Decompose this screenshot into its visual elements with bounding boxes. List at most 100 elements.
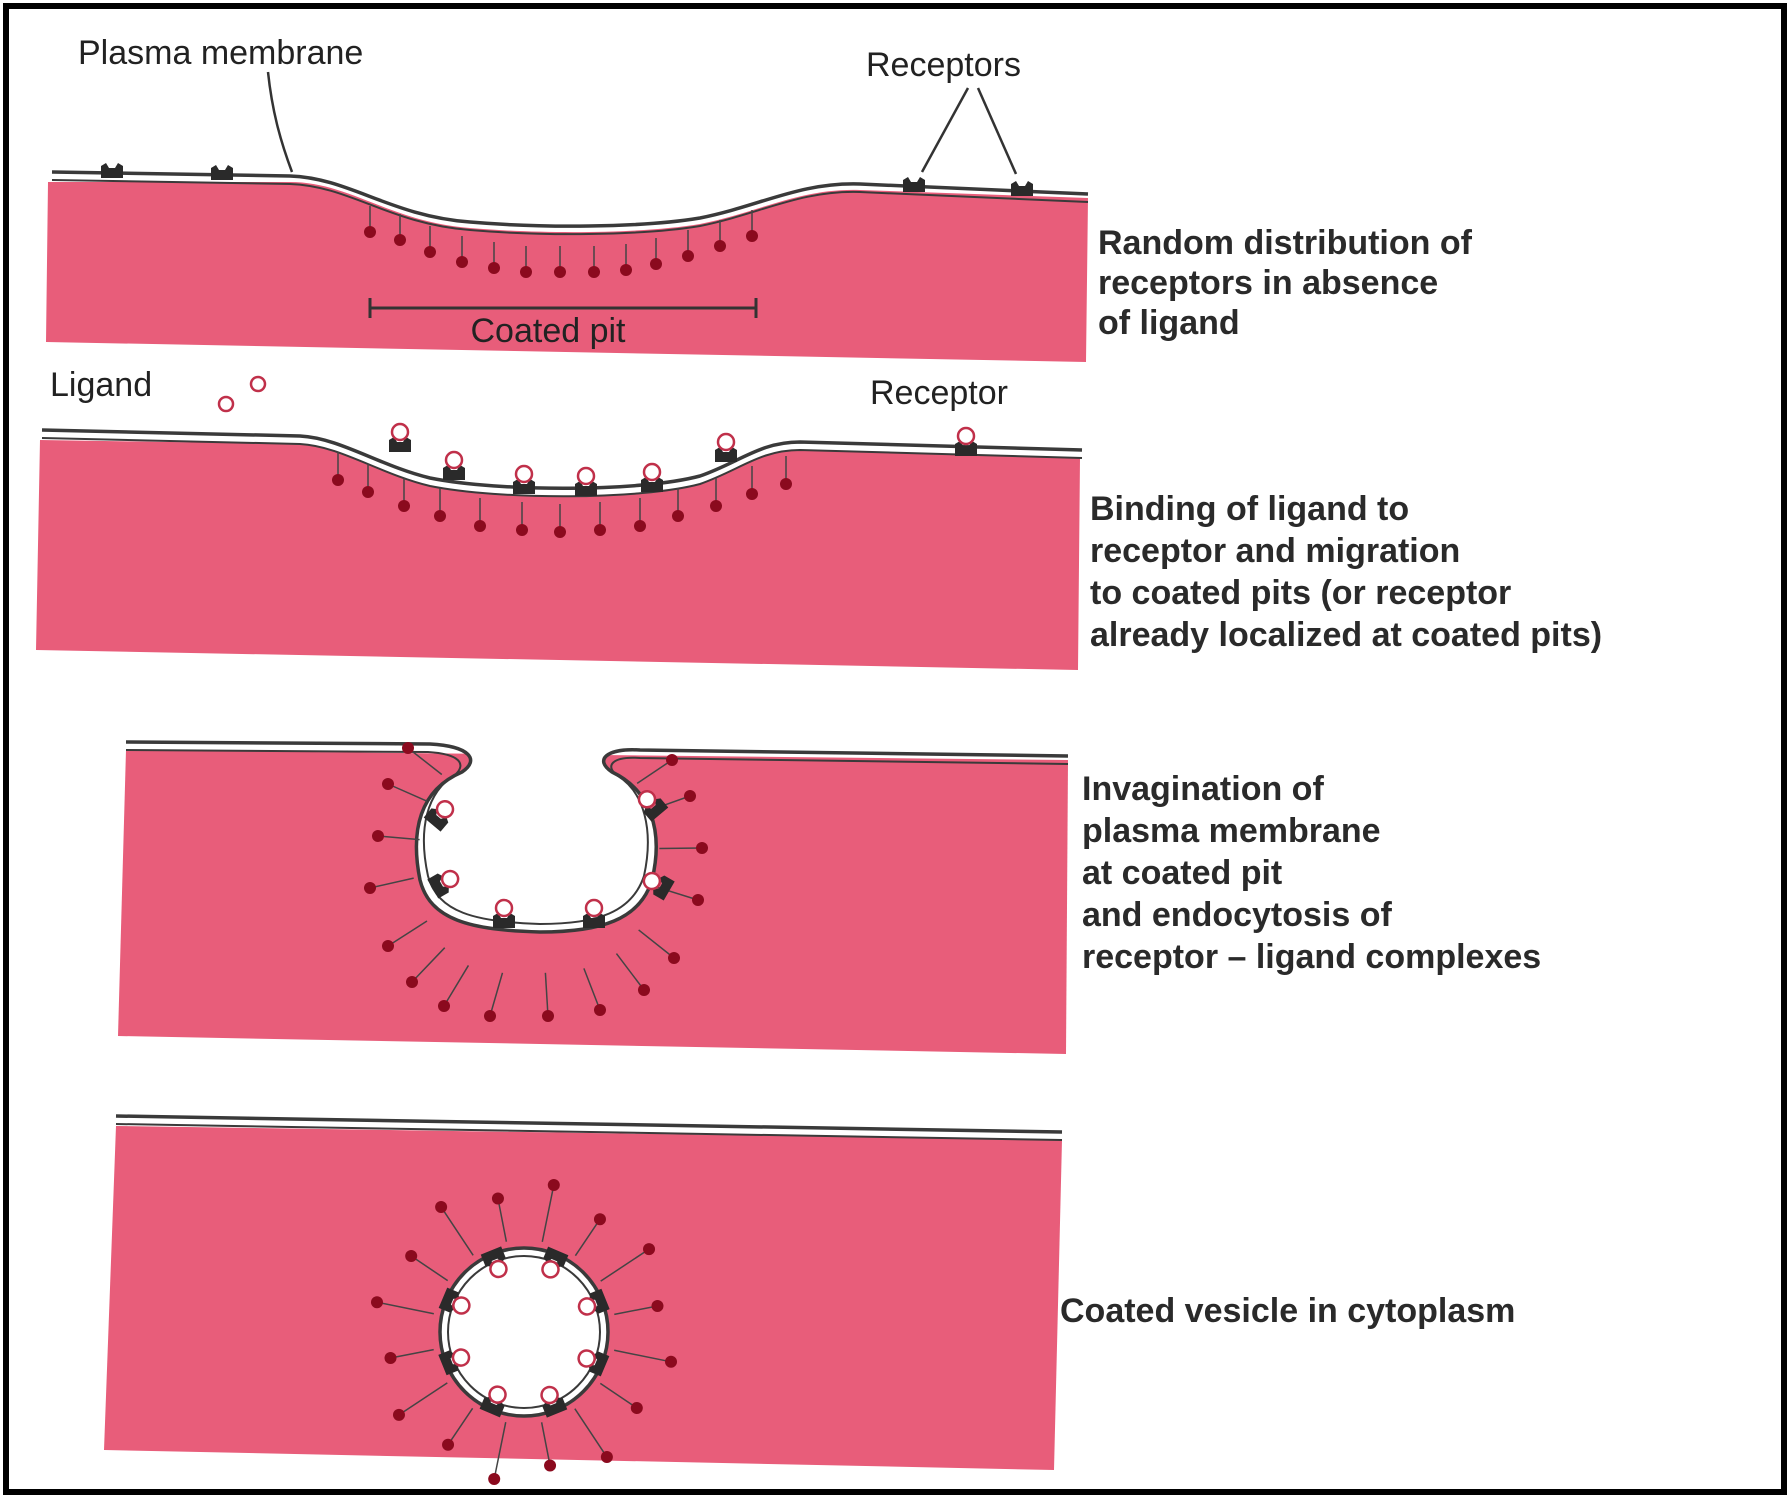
clathrin-icon [394, 214, 406, 246]
clathrin-icon [583, 968, 606, 1016]
receptors-group-1 [101, 163, 1033, 196]
ligand-icon [390, 422, 410, 442]
clathrin-icon [710, 478, 722, 512]
receptor-icon [493, 898, 515, 928]
clathrin-icon [398, 478, 410, 512]
step-3-line-3: at coated pit [1082, 854, 1282, 892]
cytoplasm-panel-2 [36, 440, 1080, 670]
plasma-membrane-4-inner [115, 1123, 1063, 1141]
clathrin-icon [746, 210, 758, 242]
ligand-icon [577, 1297, 597, 1316]
clathrin-icon [491, 1192, 508, 1242]
step-3-caption: Invagination of plasma membrane at coate… [1082, 770, 1541, 976]
coated-pit-bracket [368, 298, 758, 318]
clathrin-icon [574, 1213, 606, 1257]
clathrin-icon [384, 1348, 434, 1365]
receptor-icon [438, 1348, 471, 1376]
clathrin-icon [434, 488, 446, 522]
receptor-icon [101, 163, 123, 178]
clathrin-icon [520, 246, 532, 278]
free-ligand-icon [217, 375, 267, 413]
ligand-icon [956, 426, 976, 446]
ligand-icon [451, 1348, 471, 1367]
invaginated-pit-inner [125, 749, 1069, 926]
clathrin-icon [402, 742, 443, 776]
ligand-icon [642, 871, 662, 891]
clathrin-icon [372, 830, 420, 842]
clathrin-icon [364, 206, 376, 238]
cytoplasm-panel-1 [46, 182, 1088, 362]
plasma-membrane-2 [41, 428, 1083, 491]
clathrin-icon [424, 226, 436, 258]
plasma-membrane-label: Plasma membrane [78, 34, 363, 72]
clathrin-icon [634, 498, 646, 532]
clathrin-icon [620, 244, 632, 276]
clathrin-icon [672, 488, 684, 522]
clathrin-icon [614, 1299, 664, 1316]
receptor-icon [480, 1246, 508, 1279]
clathrin-icon [638, 929, 680, 964]
step-3-line-4: and endocytosis of [1082, 896, 1392, 934]
step-3-line-5: receptor – ligand complexes [1082, 938, 1541, 976]
clathrin-icon [362, 464, 374, 498]
step-2-line-1: Binding of ligand to [1090, 490, 1409, 528]
clathrin-icon [588, 246, 600, 278]
clathrin-icon [615, 953, 650, 996]
clathrin-icon [600, 1243, 656, 1282]
ligand-icon [576, 466, 596, 486]
clathrin-icon [636, 754, 678, 785]
ligand-icon [489, 1259, 508, 1279]
ligand-icon [642, 462, 662, 482]
clathrin-icon [406, 947, 446, 988]
clathrin-coat-3 [364, 742, 708, 1022]
step-1-line-1: Random distribution of [1098, 224, 1473, 262]
receptors-group-4 [438, 1246, 610, 1418]
receptor-icon [427, 869, 460, 899]
ligand-icon [452, 1296, 471, 1315]
receptor-icon [642, 871, 675, 901]
receptor-icon [583, 898, 605, 928]
clathrin-coat-2 [332, 452, 792, 538]
clathrin-icon [442, 1407, 474, 1451]
ligand-icon [494, 898, 514, 918]
step-4-caption: Coated vesicle in cytoplasm [1060, 1292, 1515, 1330]
plasma-membrane-1 [51, 170, 1089, 228]
receptor-icon [1011, 181, 1033, 196]
receptor-icon [423, 800, 455, 832]
clathrin-icon [746, 466, 758, 500]
ligand-icon [440, 869, 460, 889]
clathrin-icon [438, 965, 470, 1012]
step-4-line-1: Coated vesicle in cytoplasm [1060, 1292, 1515, 1330]
receptors-label: Receptors [866, 46, 1021, 84]
clathrin-icon [714, 220, 726, 252]
clathrin-icon [382, 920, 428, 952]
clathrin-icon [456, 236, 468, 268]
step-2-caption: Binding of ligand to receptor and migrat… [1090, 490, 1602, 654]
panel-invagination: Invagination of plasma membrane at coate… [118, 740, 1541, 1054]
step-3-line-1: Invagination of [1082, 770, 1324, 808]
clathrin-icon [405, 1250, 449, 1282]
clathrin-icon [382, 778, 428, 802]
receptor-icon [479, 1385, 507, 1418]
coated-pit-label: Coated pit [471, 312, 627, 350]
clathrin-icon [488, 1422, 507, 1486]
clathrin-icon [474, 498, 486, 532]
receptor-icon [903, 177, 925, 192]
clathrin-icon [540, 1422, 557, 1472]
clathrin-icon [659, 842, 708, 854]
receptors-pointer-left [920, 87, 970, 173]
clathrin-icon [392, 1382, 448, 1421]
panel-random-distribution: Coated pit Plasma membrane Receptors Ran… [46, 34, 1473, 362]
clathrin-icon [364, 877, 414, 894]
clathrin-coat-1 [364, 206, 758, 278]
ligand-icon [488, 1385, 507, 1404]
receptor-icon [715, 432, 737, 462]
ligand-icon [716, 432, 736, 452]
receptors-pointer-right [976, 87, 1018, 175]
plasma-membrane-2-inner [41, 437, 1083, 498]
receptor-icon [637, 790, 669, 822]
clathrin-icon [484, 972, 504, 1022]
ligand-label: Ligand [50, 366, 152, 404]
clathrin-icon [599, 1382, 643, 1414]
step-3-line-2: plasma membrane [1082, 812, 1381, 850]
